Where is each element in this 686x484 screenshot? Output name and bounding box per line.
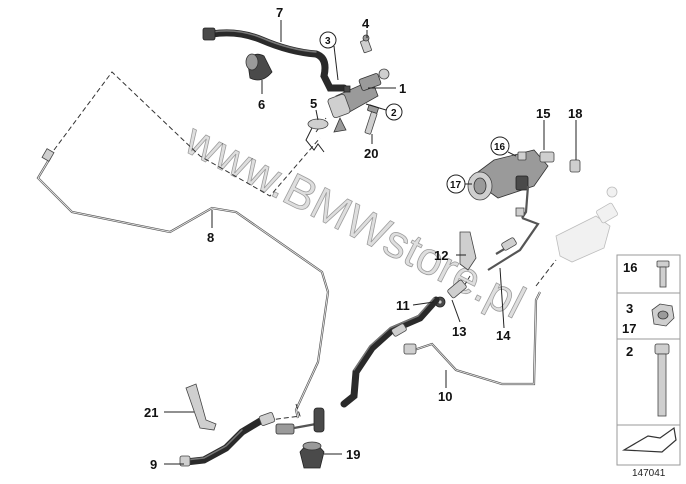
callout-18: 18 [568,106,582,121]
grommet-19 [299,441,325,469]
legend-row-16: 16 [623,260,637,275]
legend-row-2: 2 [626,344,633,359]
bolt-long-icon [654,343,670,417]
callout-19: 19 [346,447,360,462]
diagram-id: 147041 [632,468,666,479]
bleed-valve-16 [517,151,527,161]
callout-6: 6 [258,97,265,112]
legend-panel: 16 3 17 2 147041 [616,254,681,479]
callout-2: 2 [391,108,397,119]
callout-4: 4 [362,16,370,31]
clip-21 [185,383,217,431]
callout-12: 12 [434,248,448,263]
callout-20: 20 [364,146,378,161]
faded-master-cylinder [555,186,618,263]
callout-9: 9 [150,457,157,472]
reservoir-hose-7 [202,27,348,92]
callout-8: 8 [207,230,214,245]
callout-14: 14 [496,328,511,343]
reservoir-cap-6 [245,53,273,81]
bracket-12 [459,231,477,271]
callout-3: 3 [325,36,331,47]
hose-9 [179,407,325,467]
clutch-pipe-14 [487,216,540,271]
bleed-screw-4 [360,34,372,54]
callout-11: 11 [396,298,410,313]
clip-5 [305,118,329,153]
master-cylinder-1 [327,68,390,133]
callout-16: 16 [494,142,506,153]
callout-15: 15 [536,106,550,121]
callout-13: 13 [452,324,466,339]
connection-lines [53,71,557,421]
clutch-pipe-8 [36,148,330,419]
flex-hose [340,296,440,408]
callouts: 7 4 3 1 2 5 6 20 15 18 16 17 12 11 13 14… [144,5,582,472]
callout-10: 10 [438,389,452,404]
direction-arrow-icon [621,426,677,453]
legend-row-3: 3 [626,301,633,316]
nut-icon [651,303,675,327]
leader-lines [164,20,577,465]
slave-cylinder-15 [467,149,555,219]
callout-7: 7 [276,5,283,20]
callout-1: 1 [399,81,406,96]
callout-21: 21 [144,405,158,420]
legend-row-17: 17 [622,321,636,336]
clutch-pipe-10 [403,291,541,386]
callout-17: 17 [450,180,462,191]
bolt-short-icon [656,260,670,288]
bolt-20 [364,104,379,135]
bleed-cap-18 [569,159,581,173]
callout-5: 5 [310,96,317,111]
watermark-text: www.BMWstore.pl [177,112,534,328]
